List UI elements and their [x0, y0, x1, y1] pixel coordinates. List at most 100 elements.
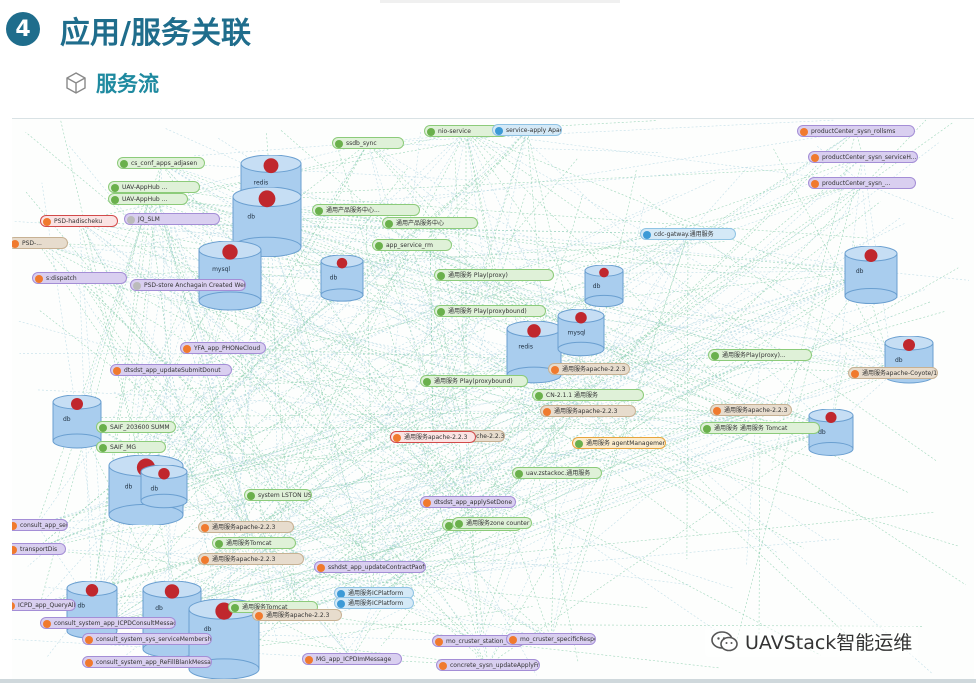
edge [130, 244, 413, 448]
service-node[interactable]: 通用服务apache-2.2.3 [548, 363, 630, 375]
edge [556, 372, 894, 474]
service-node[interactable]: YFA_app_PHONeCloud [180, 342, 266, 354]
service-instance-icon [509, 636, 517, 644]
database-node[interactable]: db [584, 264, 624, 311]
service-node[interactable]: consult_system_app_ReFillBlankMessage [82, 656, 212, 668]
edge [223, 244, 413, 635]
node-label: 通用服务 Play(proxybound) [434, 378, 513, 385]
service-node[interactable]: 通用服务Play(proxy)... [708, 349, 812, 361]
service-node[interactable]: 通用产品服务中心 [382, 217, 478, 229]
service-node[interactable]: JQ_SLM [124, 213, 220, 225]
edge [367, 142, 651, 380]
edge [163, 129, 528, 484]
service-node[interactable]: cdc-gatway.通用服务 [640, 228, 736, 240]
service-node[interactable]: 通用服务apache-2.2.3 [390, 431, 476, 443]
database-cylinder-icon: db [52, 394, 102, 449]
database-label: db [204, 626, 212, 633]
service-node[interactable]: 通用服务 Play(proxy) [434, 269, 554, 281]
service-node[interactable]: ssdb_sync [332, 137, 404, 149]
service-node[interactable]: app_service_rm [372, 239, 452, 251]
node-label: ssdb_sync [346, 140, 377, 147]
database-node[interactable]: db [66, 580, 118, 641]
service-node[interactable]: PSD-... [12, 237, 68, 249]
edge [481, 428, 832, 526]
service-node[interactable]: UAV-AppHub ... [108, 193, 188, 205]
service-node[interactable]: productCenter_sysn_... [808, 177, 916, 189]
service-node[interactable]: sshdst_app_updateContractPaoff [314, 561, 426, 573]
edge [76, 409, 752, 419]
node-label: 通用服务 Play(proxybound) [448, 308, 527, 315]
service-node[interactable]: consult_system_sys_serviceMembershipPo [82, 633, 212, 645]
service-node[interactable]: UAV-AppHub ... [108, 181, 200, 193]
edge [465, 435, 469, 503]
service-node[interactable]: concrete_sysn_updateApplyFromSPF [436, 659, 540, 671]
service-node[interactable]: PSD-store Anchagain Created Web [130, 279, 246, 291]
service-node[interactable]: 通用服务ICPlatform [334, 597, 414, 609]
service-instance-icon [201, 524, 209, 532]
service-node[interactable]: SAIF_203600 SUMM [96, 421, 176, 433]
service-node[interactable]: service-apply Apache [492, 124, 562, 136]
service-node[interactable]: productCenter_sysn_rollsms [797, 125, 915, 137]
service-node[interactable]: CN-2.1.1 通用服务 [532, 389, 644, 401]
service-node[interactable]: PSD-hadischeku [40, 215, 118, 227]
edge [160, 162, 173, 616]
service-node[interactable]: 通用服务 通用服务 Tomcat [700, 422, 820, 434]
edge [107, 376, 665, 624]
database-node[interactable]: db [808, 408, 854, 459]
node-label: PSD-hadischeku [54, 218, 103, 225]
service-node[interactable]: 通用服务apache-2.2.3 [710, 404, 792, 416]
app-icon [231, 604, 239, 612]
service-node[interactable]: mo_cruster_station_order_msg_pro [432, 635, 524, 647]
service-node[interactable]: 通用产品服务中心... [312, 204, 420, 216]
edge [618, 442, 960, 547]
database-node[interactable]: db [320, 254, 364, 305]
edge [171, 324, 465, 616]
service-node[interactable]: nio-service [424, 125, 508, 137]
edge [135, 130, 467, 428]
edge [487, 428, 832, 666]
database-node[interactable]: db [52, 394, 102, 451]
database-label: db [77, 603, 85, 610]
edge [550, 442, 620, 640]
service-node[interactable]: transportDis [12, 543, 66, 555]
service-node[interactable]: ICPD_app_QueryAllowed [12, 599, 76, 611]
service-node[interactable]: 通用服务apache-2.2.3 [198, 553, 304, 565]
service-node[interactable]: 通用服务apache-Coyote/1.1 [848, 367, 938, 379]
service-node[interactable]: MG_app_ICPDImMessage [302, 653, 402, 665]
database-node[interactable]: db [844, 245, 898, 306]
service-node[interactable]: consult_system_app_ICPDConsultMessage [40, 617, 176, 629]
service-node[interactable]: cs_conf_apps_adjasen [117, 157, 205, 169]
service-node[interactable]: consult_app_serviceMemberIBlu [12, 519, 68, 531]
edge [266, 132, 272, 196]
service-node[interactable]: 通用服务 agentManagement [572, 437, 666, 449]
service-node[interactable]: uav.zstackoc.通用服务 [512, 467, 602, 479]
service-instance-icon [43, 620, 51, 628]
service-instance-icon [43, 218, 51, 226]
node-label: app_service_rm [386, 242, 433, 249]
service-node[interactable]: dtsdst_app_updateSubmitDonut [110, 364, 232, 376]
service-node[interactable]: 通用服务apache-2.2.3 [198, 521, 294, 533]
service-node[interactable]: mo_cruster_specificResponse [506, 633, 596, 645]
service-node[interactable]: 通用服务zone counter [452, 517, 532, 529]
database-node[interactable]: mysql [557, 308, 605, 359]
edge [758, 270, 872, 423]
service-node[interactable]: system LSTON USUS [244, 489, 312, 501]
service-node[interactable]: 通用服务 Play(proxybound) [420, 375, 528, 387]
database-cylinder-icon: mysql [557, 308, 605, 357]
service-node[interactable]: dtsdst_app_applySetDone [420, 496, 516, 508]
edge [852, 240, 894, 374]
edge [78, 220, 172, 371]
service-node[interactable]: 通用服务Tomcat [212, 537, 296, 549]
database-node[interactable]: db [140, 464, 188, 511]
service-node[interactable]: 通用服务apache-2.2.3 [252, 609, 342, 621]
service-node[interactable]: 通用服务apache-2.2.3 [540, 405, 636, 417]
service-node[interactable]: s:dispatch [32, 272, 127, 284]
database-node[interactable]: mysql [198, 240, 262, 311]
edge [91, 129, 528, 607]
service-node[interactable]: SAIF_MG [96, 441, 166, 453]
service-node[interactable]: productCenter_sysn_serviceH... [808, 151, 918, 163]
edge [135, 426, 482, 611]
edge [603, 156, 864, 284]
service-node[interactable]: 通用服务 Play(proxybound) [434, 305, 546, 317]
